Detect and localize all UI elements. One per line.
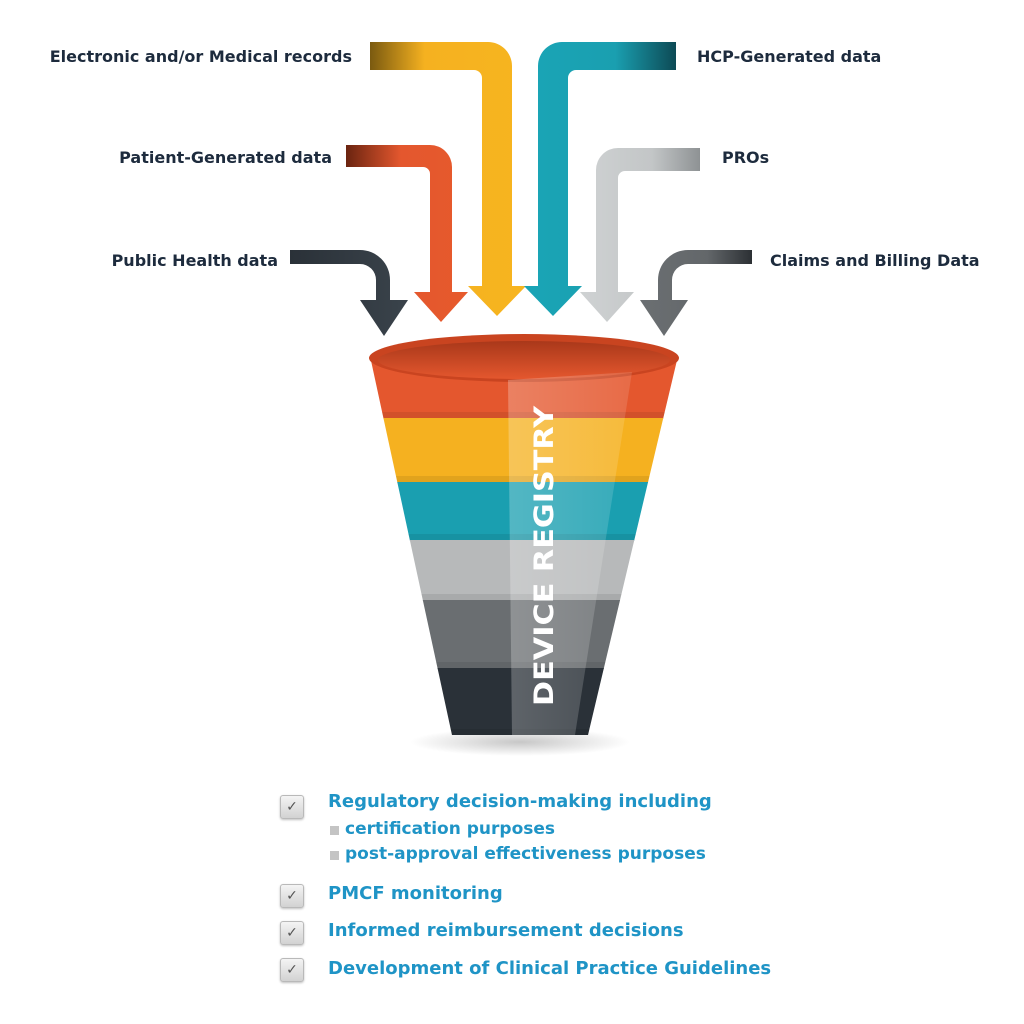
arrow-public-health [290, 250, 408, 336]
outcome-regulatory-sub-post-approval: post-approval effectiveness purposes [345, 844, 706, 864]
outcome-guidelines: Development of Clinical Practice Guideli… [328, 958, 772, 979]
checkbox-checked-icon: ✓ [280, 921, 304, 945]
outcomes-list: ✓ Regulatory decision-making including c… [278, 0, 898, 1024]
arrow-pros [580, 148, 700, 322]
funnel-rim-inner [378, 341, 670, 379]
label-claims-billing: Claims and Billing Data [770, 251, 980, 270]
funnel-shine [508, 372, 632, 735]
square-bullet-icon [330, 826, 339, 835]
outcome-reimbursement: Informed reimbursement decisions [328, 920, 684, 941]
outcome-regulatory: Regulatory decision-making including [328, 791, 712, 812]
checkbox-checked-icon: ✓ [280, 884, 304, 908]
funnel-title: DEVICE REGISTRY [529, 406, 560, 706]
checkbox-checked-icon: ✓ [280, 958, 304, 982]
arrow-claims-billing [640, 250, 752, 336]
arrow-patient-generated [346, 145, 468, 322]
outcome-regulatory-sub-certification: certification purposes [345, 819, 556, 839]
label-pros: PROs [722, 148, 770, 167]
square-bullet-icon [330, 851, 339, 860]
arrow-hcp-generated [524, 42, 676, 316]
label-hcp-generated: HCP-Generated data [697, 47, 882, 66]
label-electronic-records: Electronic and/or Medical records [49, 47, 352, 66]
checkbox-checked-icon: ✓ [280, 795, 304, 819]
arrow-electronic-records [370, 42, 526, 316]
outcome-pmcf: PMCF monitoring [328, 883, 503, 904]
label-patient-generated: Patient-Generated data [119, 148, 332, 167]
label-public-health: Public Health data [111, 251, 278, 270]
